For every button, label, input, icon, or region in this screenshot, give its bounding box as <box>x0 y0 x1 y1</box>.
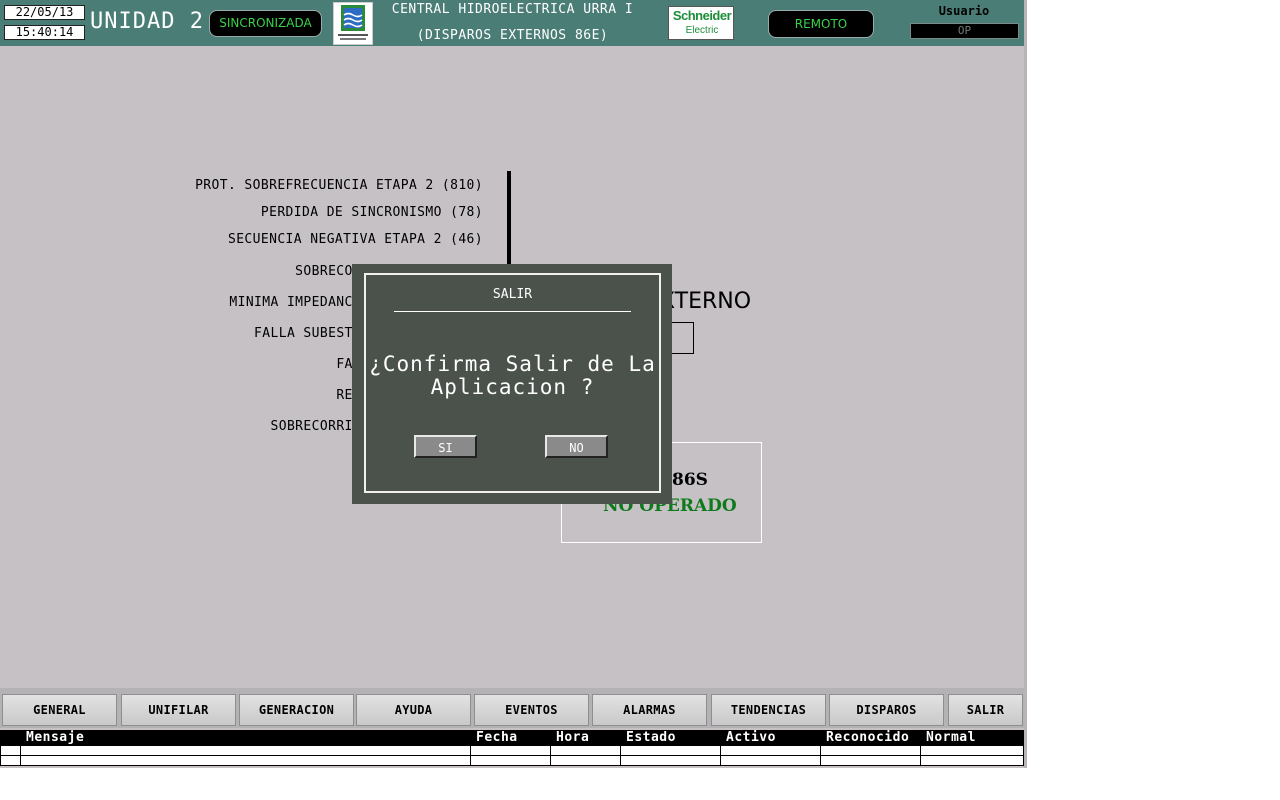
protection-label: SOBRECORRIE <box>270 419 361 434</box>
nav-alarmas-button[interactable]: ALARMAS <box>592 694 707 726</box>
sync-status-badge: SINCRONIZADA <box>209 10 322 37</box>
protection-label: PERDIDA DE SINCRONISMO (78) <box>260 205 483 220</box>
column-header-activo: Activo <box>726 730 776 745</box>
no-button[interactable]: NO <box>545 435 608 458</box>
date-display: 22/05/13 <box>4 5 85 20</box>
dialog-message-line-2: Aplicacion ? <box>430 375 595 399</box>
column-header-fecha: Fecha <box>476 730 518 745</box>
relay-code: 86S <box>672 470 708 490</box>
external-trip-box <box>664 322 694 354</box>
nav-generacion-button[interactable]: GENERACION <box>239 694 354 726</box>
title-line-2: (DISPAROS EXTERNOS 86E) <box>416 28 609 43</box>
table-row <box>0 765 1024 766</box>
table-column-divider <box>1023 746 1024 766</box>
navigation-bar: GENERAL UNIFILAR GENERACION AYUDA EVENTO… <box>0 688 1026 728</box>
window-edge <box>1024 0 1027 768</box>
urra-logo-icon <box>338 5 368 40</box>
nav-tendencias-button[interactable]: TENDENCIAS <box>711 694 826 726</box>
dialog-message: ¿Confirma Salir de La Aplicacion ? <box>362 353 663 399</box>
column-header-hora: Hora <box>556 730 590 745</box>
urra-logo <box>333 2 373 45</box>
nav-unifilar-button[interactable]: UNIFILAR <box>121 694 236 726</box>
table-column-divider <box>470 746 471 766</box>
protection-label: FALLA SUBESTA <box>254 326 361 341</box>
alarm-table-header: Mensaje Fecha Hora Estado Activo Reconoc… <box>0 730 1024 746</box>
table-row <box>0 755 1024 756</box>
table-column-divider <box>820 746 821 766</box>
dialog-divider <box>394 311 631 312</box>
dialog-title: SALIR <box>492 287 533 302</box>
schneider-logo-name: Schneider <box>672 8 732 23</box>
table-column-divider <box>20 746 21 766</box>
schneider-logo: Schneider Electric <box>668 6 734 40</box>
schneider-logo-sub: Electric <box>685 25 719 36</box>
table-column-divider <box>720 746 721 766</box>
protection-label: MINIMA IMPEDANCI <box>229 295 361 310</box>
protection-label: SOBRECOR <box>295 264 361 279</box>
time-display: 15:40:14 <box>4 25 85 40</box>
dialog-message-line-1: ¿Confirma Salir de La <box>369 352 656 376</box>
column-header-estado: Estado <box>626 730 676 745</box>
protection-bus-line <box>507 171 511 271</box>
table-column-divider <box>620 746 621 766</box>
exit-dialog: SALIR ¿Confirma Salir de La Aplicacion ?… <box>352 264 672 504</box>
nav-disparos-button[interactable]: DISPAROS <box>829 694 944 726</box>
protection-label: PROT. SOBREFRECUENCIA ETAPA 2 (810) <box>195 178 483 193</box>
alarm-table-body[interactable] <box>0 746 1024 766</box>
table-column-divider <box>0 746 1 766</box>
user-label: Usuario <box>938 4 990 18</box>
protection-label: SECUENCIA NEGATIVA ETAPA 2 (46) <box>227 232 483 247</box>
nav-ayuda-button[interactable]: AYUDA <box>356 694 471 726</box>
nav-eventos-button[interactable]: EVENTOS <box>474 694 589 726</box>
nav-general-button[interactable]: GENERAL <box>2 694 117 726</box>
user-field[interactable]: OP <box>910 23 1019 39</box>
mode-badge: REMOTO <box>768 10 874 38</box>
table-column-divider <box>550 746 551 766</box>
column-header-mensaje: Mensaje <box>26 730 85 745</box>
title-line-1: CENTRAL HIDROELECTRICA URRA I <box>391 2 634 17</box>
header-bar: 22/05/13 15:40:14 UNIDAD 2 SINCRONIZADA … <box>0 0 1026 46</box>
yes-button[interactable]: SI <box>414 435 477 458</box>
scada-window: 22/05/13 15:40:14 UNIDAD 2 SINCRONIZADA … <box>0 0 1026 768</box>
column-header-reconocido: Reconocido <box>826 730 910 745</box>
table-column-divider <box>920 746 921 766</box>
nav-salir-button[interactable]: SALIR <box>948 694 1023 726</box>
column-header-normal: Normal <box>926 730 976 745</box>
unit-title: UNIDAD 2 <box>90 9 204 34</box>
external-trip-label: XTERNO <box>660 289 752 314</box>
exit-dialog-frame: SALIR ¿Confirma Salir de La Aplicacion ?… <box>364 273 661 493</box>
